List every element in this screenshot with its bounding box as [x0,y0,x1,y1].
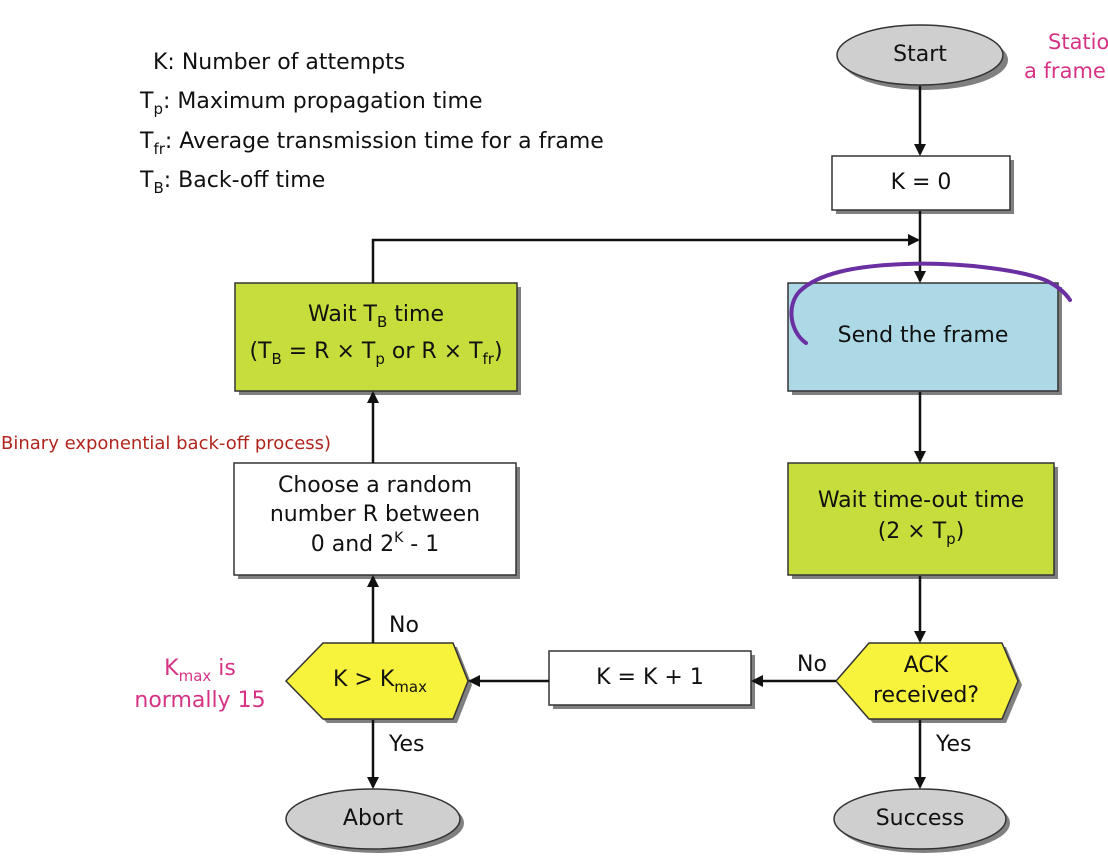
edge-label-kmax-yes: Yes [389,732,425,757]
flow-arrows [367,86,926,789]
kmax-decision-label: K > Kmax [333,667,427,696]
send-frame-label: Send the frame [837,323,1009,348]
annotation-frame: a frame [1024,59,1106,83]
k-init-box [831,155,1011,211]
success-terminal [833,788,1007,850]
legend-tfr: Tfr: Average transmission time for a fra… [140,129,604,158]
handwritten-highlight-stroke [789,261,1072,345]
edge-label-ack-no: No [797,652,827,677]
start-label: Start [893,42,947,67]
wait-timeout-box [787,462,1055,576]
legend-tp: Tp: Maximum propagation time [140,89,483,118]
send-frame-box [787,282,1059,392]
wait-timeout-label: Wait time-out time (2 × Tp) [817,488,1025,549]
k-init-label: K = 0 [890,170,952,195]
ack-decision [835,642,1019,720]
start-terminal [836,24,1004,86]
arrow-wait-tb-loop-back [371,234,920,283]
edge-label-kmax-no: No [389,613,419,638]
annotation-kmax-note: Kmax is normally 15 [134,656,266,713]
annotation-station: Station [1048,30,1108,54]
choose-random-box [233,462,517,576]
wait-backoff-label: Wait TB time (TB = R × Tp or R × Tfr) [249,302,503,369]
wait-backoff-box [234,282,518,392]
annotation-binary-backoff: (Binary exponential back-off process) [0,433,332,454]
k-increment-box [548,650,752,706]
abort-label: Abort [342,806,404,831]
k-increment-label: K = K + 1 [596,665,704,690]
ack-decision-label: ACK received? [872,653,980,708]
legend-tb: TB: Back-off time [140,168,326,197]
legend-k: K: Number of attempts [153,50,406,75]
choose-random-label: Choose a random number R between 0 and 2… [269,473,481,558]
success-label: Success [875,806,965,831]
edge-label-ack-yes: Yes [936,732,972,757]
abort-terminal [285,788,461,850]
